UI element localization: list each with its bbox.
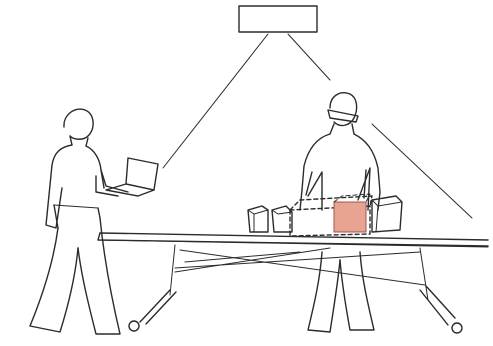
- projector: [239, 6, 317, 32]
- projection-lines: [163, 34, 472, 218]
- highlighted-box: [334, 194, 370, 232]
- table: [98, 233, 488, 333]
- laptop: [106, 158, 158, 196]
- person-with-laptop: [30, 109, 128, 334]
